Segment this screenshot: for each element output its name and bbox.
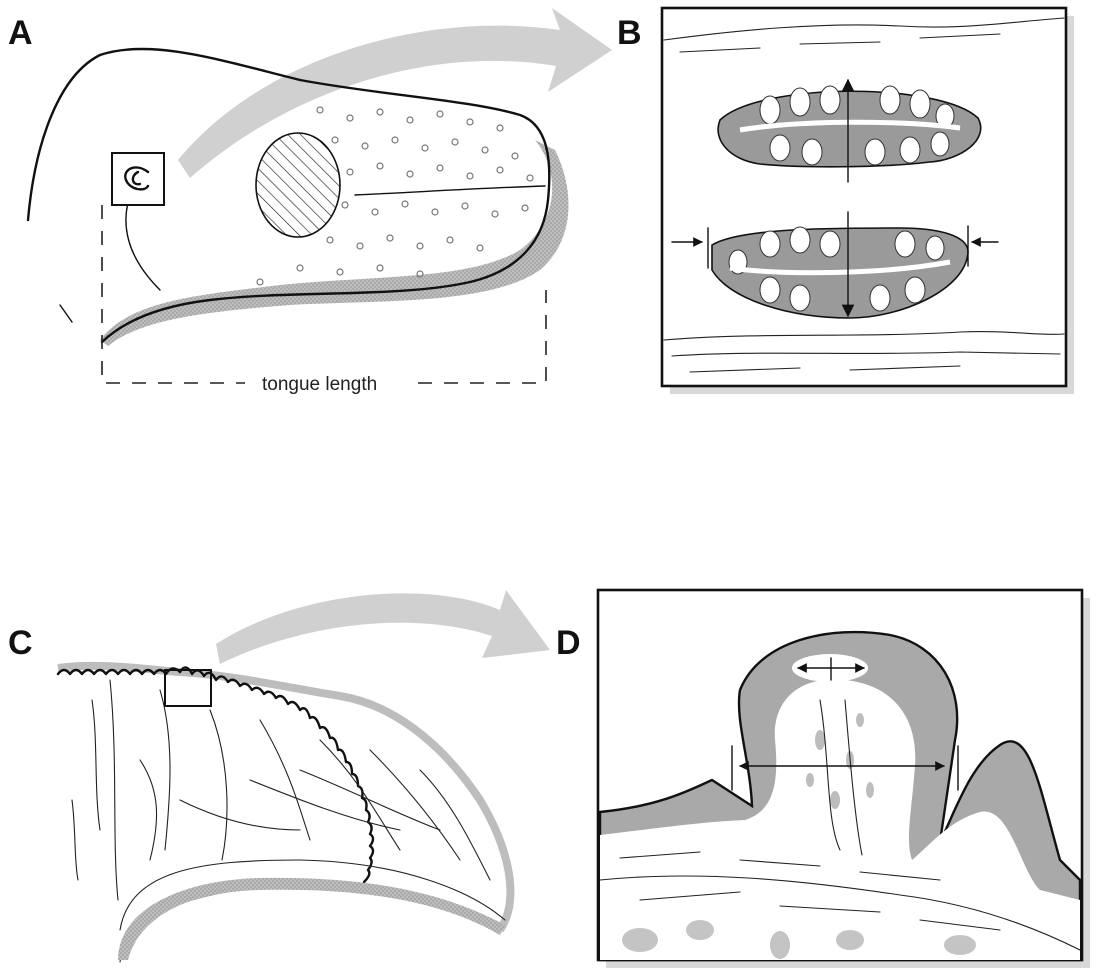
- panel-b-frame: [662, 8, 1066, 386]
- jaw-tick: [60, 305, 72, 322]
- papillae-edge-shadow: [58, 666, 510, 930]
- panel-a: A: [8, 8, 612, 396]
- hatched-region: [256, 133, 340, 237]
- panel-c-base-shadow: [118, 878, 505, 960]
- panel-c-letter: C: [8, 624, 33, 662]
- tongue-midline: [355, 186, 545, 195]
- tongue-length-label: tongue length: [262, 374, 377, 395]
- panel-a-letter: A: [8, 14, 33, 52]
- papillae-edge: [58, 667, 373, 892]
- panel-c: C: [8, 590, 550, 962]
- panel-d: D: [556, 590, 1090, 968]
- panel-b: B: [617, 8, 1074, 394]
- panel-b-letter: B: [617, 14, 642, 52]
- sample-box-a: [112, 153, 164, 205]
- zoom-arrow-c-to-d: [216, 590, 550, 664]
- panel-d-letter: D: [556, 624, 581, 662]
